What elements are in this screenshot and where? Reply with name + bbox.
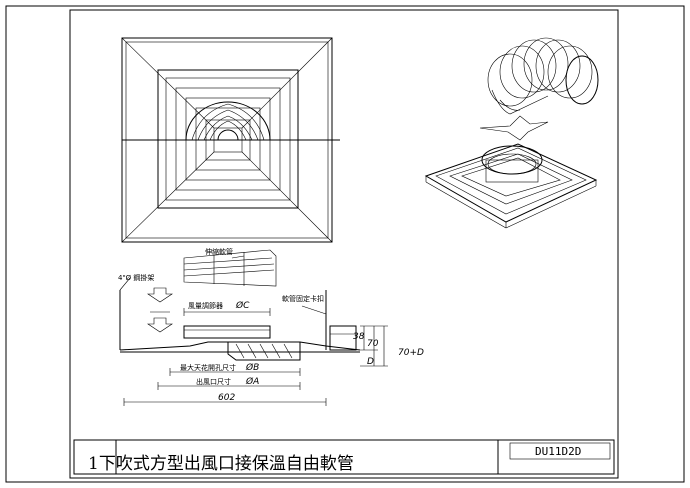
label-max-ceiling-opening: 最大天花開孔尺寸 [180, 363, 236, 372]
dim-height-d: D [367, 357, 374, 367]
label-flexible-duct: 伸縮軟管 [205, 247, 233, 256]
dim-height-total: 70+D [398, 348, 424, 358]
plan-view [121, 37, 340, 243]
isometric-view [424, 37, 599, 229]
label-bracket: 4"Ø 鋼掛架 [118, 273, 154, 282]
flexible-duct-iso [487, 37, 599, 115]
sheet-border-inner [69, 9, 619, 479]
label-duct-clamp: 軟管固定卡扣 [282, 294, 324, 303]
sheet-border-outer [5, 5, 685, 483]
dim-dia-c: ØC [235, 300, 250, 311]
label-damper-clearance: 風量調節器 [188, 301, 223, 310]
dim-dia-a: ØA [245, 376, 259, 387]
drawing-code: DU11D2D [535, 445, 581, 458]
label-outlet-size: 出風口尺寸 [196, 377, 231, 386]
dim-width-602: 602 [218, 393, 235, 403]
section-view [119, 249, 388, 406]
drawing-title: 1下吹式方型出風口接保溫自由軟管 [88, 454, 354, 474]
title-block [73, 439, 615, 475]
dim-dia-b: ØB [245, 362, 259, 373]
dim-height-38: 38 [353, 332, 365, 342]
dim-height-70: 70 [367, 339, 379, 349]
